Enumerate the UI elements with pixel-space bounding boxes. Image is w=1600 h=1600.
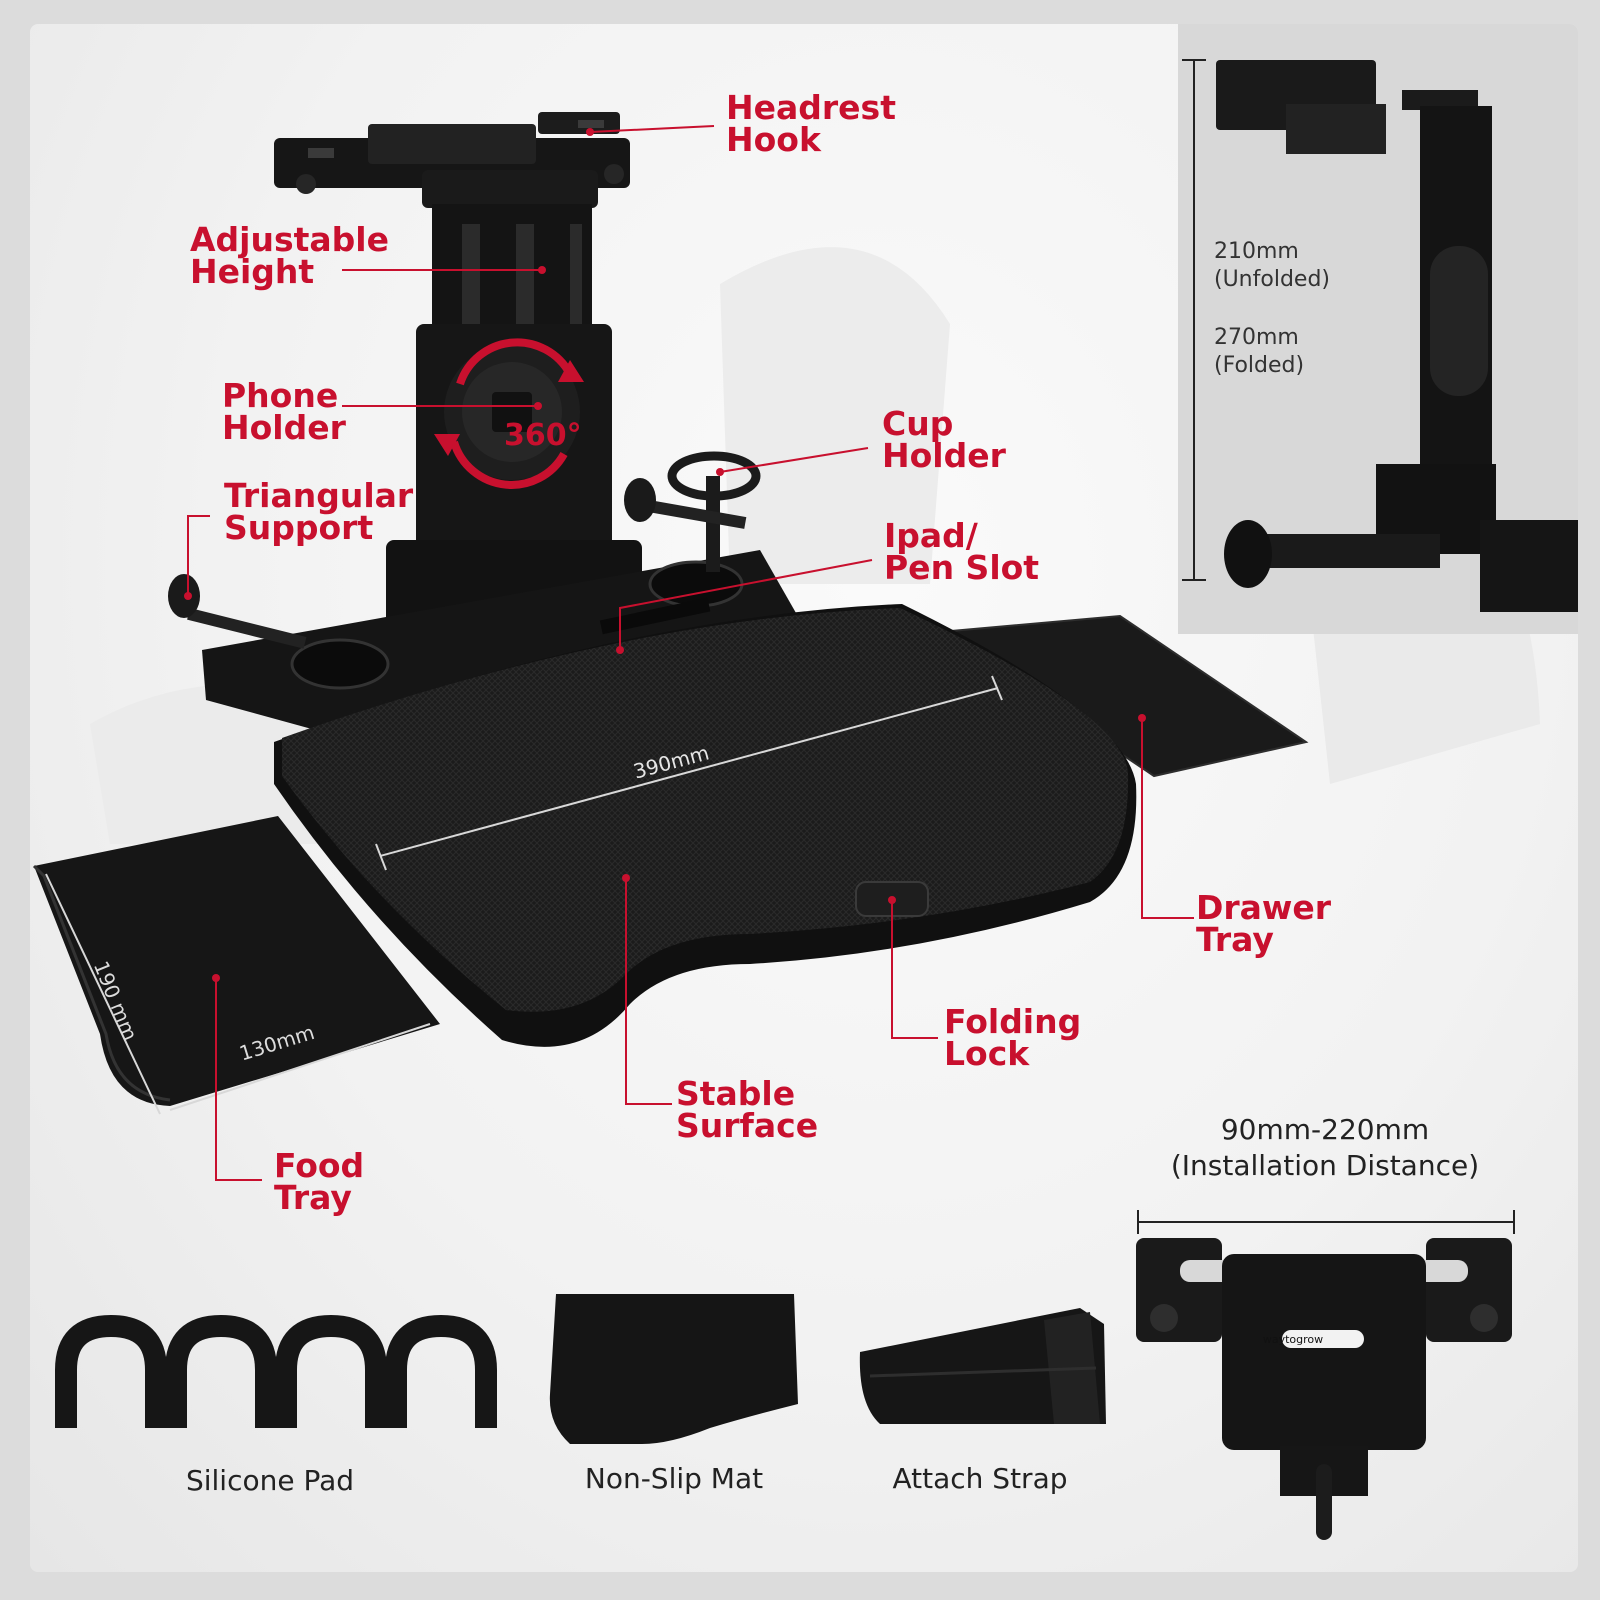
callout-line: Folding bbox=[944, 1002, 1082, 1041]
product-illustration bbox=[32, 24, 1578, 1540]
callout-line: Holder bbox=[222, 408, 346, 447]
install-line: 90mm-220mm bbox=[1220, 1113, 1430, 1146]
callout-line: Ipad/ bbox=[884, 516, 978, 555]
callout-cup-holder: Cup Holder bbox=[882, 404, 1006, 475]
dim-line: (Unfolded) bbox=[1214, 267, 1330, 292]
callout-line: Surface bbox=[676, 1106, 819, 1145]
attach-strap-label: Attach Strap bbox=[892, 1462, 1068, 1495]
food-tray-left bbox=[32, 816, 440, 1106]
height-folded-label: 270mm (Folded) bbox=[1214, 324, 1304, 380]
callout-line: Food bbox=[274, 1146, 365, 1185]
callout-adjustable-height: Adjustable Height bbox=[190, 220, 389, 291]
callout-line: Holder bbox=[882, 436, 1006, 475]
brand-logo-text: waytogrow bbox=[1262, 1333, 1324, 1346]
callout-line: Lock bbox=[944, 1034, 1030, 1073]
callout-line: Tray bbox=[1196, 920, 1274, 959]
callout-line: Support bbox=[224, 508, 374, 547]
silicone-pad-icons bbox=[55, 1314, 497, 1428]
tray-back-body bbox=[202, 550, 800, 734]
callout-ipad-pen-slot: Ipad/ Pen Slot bbox=[884, 516, 1040, 587]
callout-triangular-support: Triangular Support bbox=[224, 476, 414, 547]
dim-line: 270mm bbox=[1214, 325, 1299, 350]
phone-holder-disc bbox=[434, 338, 584, 489]
non-slip-mat-label: Non-Slip Mat bbox=[584, 1462, 764, 1495]
callout-food-tray: Food Tray bbox=[274, 1146, 365, 1217]
callout-line: Adjustable bbox=[190, 220, 389, 259]
callout-line: Tray bbox=[274, 1178, 352, 1217]
callout-drawer-tray: Drawer Tray bbox=[1196, 888, 1332, 959]
callout-line: Cup bbox=[882, 404, 954, 443]
non-slip-mat-shape bbox=[549, 1294, 798, 1444]
callout-line: Phone bbox=[222, 376, 339, 415]
callout-headrest-hook: Headrest Hook bbox=[726, 88, 896, 159]
side-view bbox=[1178, 24, 1578, 634]
product-infographic: 360° Headrest Hook Adjustable Height Pho… bbox=[30, 24, 1578, 1572]
callout-line: Stable bbox=[676, 1074, 796, 1113]
dim-line: 210mm bbox=[1214, 239, 1299, 264]
attach-strap-shape bbox=[859, 1308, 1106, 1424]
callout-phone-holder: Phone Holder bbox=[222, 376, 346, 447]
callout-line: Drawer bbox=[1196, 888, 1332, 927]
callout-dots bbox=[184, 128, 1146, 982]
tray-surface bbox=[274, 604, 1137, 1047]
seat-headrest-bg bbox=[720, 247, 950, 584]
headrest-hook-part bbox=[274, 112, 630, 208]
callout-line: Triangular bbox=[224, 476, 414, 515]
installation-distance-label: 90mm-220mm (Installation Distance) bbox=[1140, 1112, 1510, 1184]
install-line: (Installation Distance) bbox=[1170, 1149, 1480, 1182]
callout-line: Height bbox=[190, 252, 315, 291]
tray-dimension-lines bbox=[45, 675, 1003, 1115]
dim-line: (Folded) bbox=[1214, 353, 1305, 378]
callout-line: Pen Slot bbox=[884, 548, 1040, 587]
cup-holder-ring bbox=[667, 451, 761, 572]
callout-stable-surface: Stable Surface bbox=[676, 1074, 819, 1145]
callout-line: Headrest bbox=[726, 88, 896, 127]
callout-line: Hook bbox=[726, 120, 821, 159]
callout-folding-lock: Folding Lock bbox=[944, 1002, 1082, 1073]
callout-leaders bbox=[187, 125, 1194, 1181]
rotation-label: 360° bbox=[504, 418, 582, 453]
height-unfolded-label: 210mm (Unfolded) bbox=[1214, 238, 1330, 294]
installation-view bbox=[1136, 1210, 1515, 1540]
silicone-pad-label: Silicone Pad bbox=[185, 1464, 355, 1497]
